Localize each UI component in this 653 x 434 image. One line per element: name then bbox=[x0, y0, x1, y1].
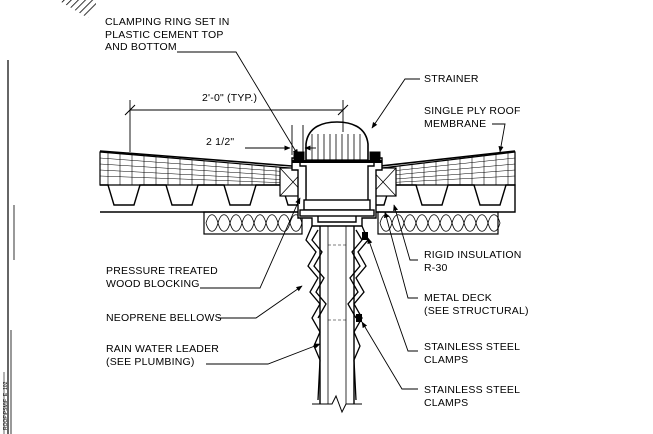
label-dimension-typ: 2'-0" (TYP.) bbox=[202, 92, 258, 104]
label-rain-leader: RAIN WATER LEADER (SEE PLUMBING) bbox=[106, 343, 220, 368]
strainer-dome bbox=[305, 121, 369, 163]
label-clamping-ring: CLAMPING RING SET IN PLASTIC CEMENT TOP … bbox=[105, 16, 230, 53]
roof-insulation-section bbox=[99, 151, 516, 186]
stainless-clamps bbox=[356, 232, 368, 322]
label-leaders bbox=[177, 51, 506, 390]
clamping-ring bbox=[292, 151, 382, 163]
label-blocking: PRESSURE TREATED WOOD BLOCKING bbox=[106, 265, 218, 290]
label-strainer: STRAINER bbox=[424, 73, 479, 85]
label-clamps-upper: STAINLESS STEEL CLAMPS bbox=[424, 341, 521, 366]
metal-deck bbox=[100, 184, 516, 213]
label-membrane: SINGLE PLY ROOF MEMBRANE bbox=[424, 105, 521, 130]
label-metal-deck: METAL DECK (SEE STRUCTURAL) bbox=[424, 292, 529, 317]
roof-membrane bbox=[99, 150, 516, 167]
sheet-border bbox=[3, 60, 15, 434]
rain-water-leader bbox=[312, 226, 362, 414]
rigid-insulation-batts bbox=[203, 211, 501, 235]
sheet-reference: ROOF\PSM\F_E_102 bbox=[3, 381, 9, 430]
corner-hatch bbox=[58, 0, 96, 18]
drain-body bbox=[291, 157, 383, 227]
dimension-lines bbox=[124, 100, 349, 155]
neoprene-bellows bbox=[305, 225, 369, 401]
label-bellows: NEOPRENE BELLOWS bbox=[106, 312, 222, 324]
label-insulation: RIGID INSULATION R-30 bbox=[424, 249, 522, 274]
label-dimension-half: 2 1/2" bbox=[206, 136, 235, 148]
label-clamps-lower: STAINLESS STEEL CLAMPS bbox=[424, 384, 521, 409]
